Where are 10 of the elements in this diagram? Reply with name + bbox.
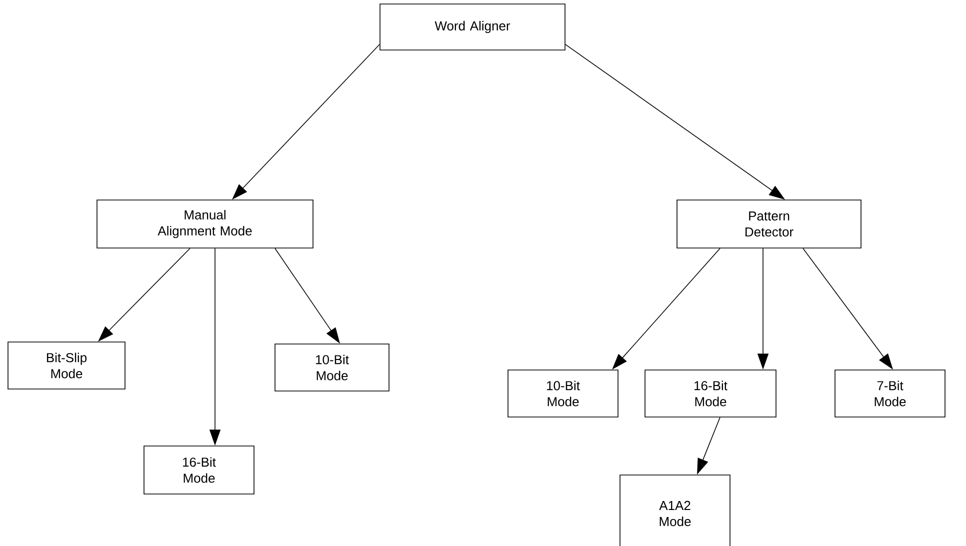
mode-box: 16-Bit Mode [144, 446, 254, 494]
mode-box: A1A2 Mode [620, 474, 730, 546]
mode-box: 16-Bit Mode [644, 370, 776, 418]
mode-box: Manual Alignment Mode [96, 200, 314, 248]
mode-box: 10-Bit Mode [274, 344, 390, 392]
mode-box: Bit-Slip Mode [8, 342, 126, 390]
mode-box: Pattern Detector [676, 200, 862, 248]
mode-box: Word Aligner [380, 4, 566, 50]
mode-box: 7-Bit Mode [834, 370, 946, 418]
mode-box: 10-Bit Mode [508, 370, 618, 418]
